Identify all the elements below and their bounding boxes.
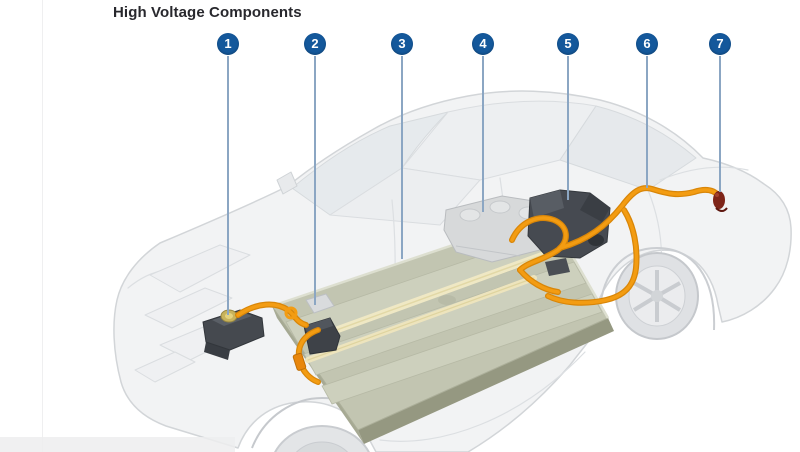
diagram-title: High Voltage Components <box>113 4 302 21</box>
callout-7-leader-line <box>719 56 721 192</box>
side-window <box>329 167 481 226</box>
callout-3-leader-line <box>401 56 403 259</box>
callout-2-leader-line <box>314 56 316 305</box>
callout-badge-4: 4 <box>472 33 494 55</box>
callout-4-leader-line <box>482 56 484 212</box>
page-edge-line <box>42 0 43 452</box>
bottom-edge-band <box>0 437 235 452</box>
callout-badge-3: 3 <box>391 33 413 55</box>
front-wheel <box>251 396 381 452</box>
battery-conduits <box>305 250 550 363</box>
battery-modules <box>285 229 603 405</box>
callout-badge-1: 1 <box>217 33 239 55</box>
rear-glass <box>559 105 697 191</box>
charge-port <box>713 191 728 212</box>
callout-badge-2: 2 <box>304 33 326 55</box>
callout-1-leader-line <box>227 56 229 315</box>
callout-5-leader-line <box>567 56 569 200</box>
rear-housing <box>443 195 555 263</box>
rear-drive-unit <box>527 189 611 276</box>
callout-badge-5: 5 <box>557 33 579 55</box>
front-component <box>202 309 265 360</box>
callout-6-leader-line <box>646 56 648 188</box>
hv-cables <box>235 185 722 385</box>
callout-badge-6: 6 <box>636 33 658 55</box>
windshield-glass <box>291 111 449 216</box>
callout-badge-7: 7 <box>709 33 731 55</box>
side-mirror <box>276 171 298 195</box>
